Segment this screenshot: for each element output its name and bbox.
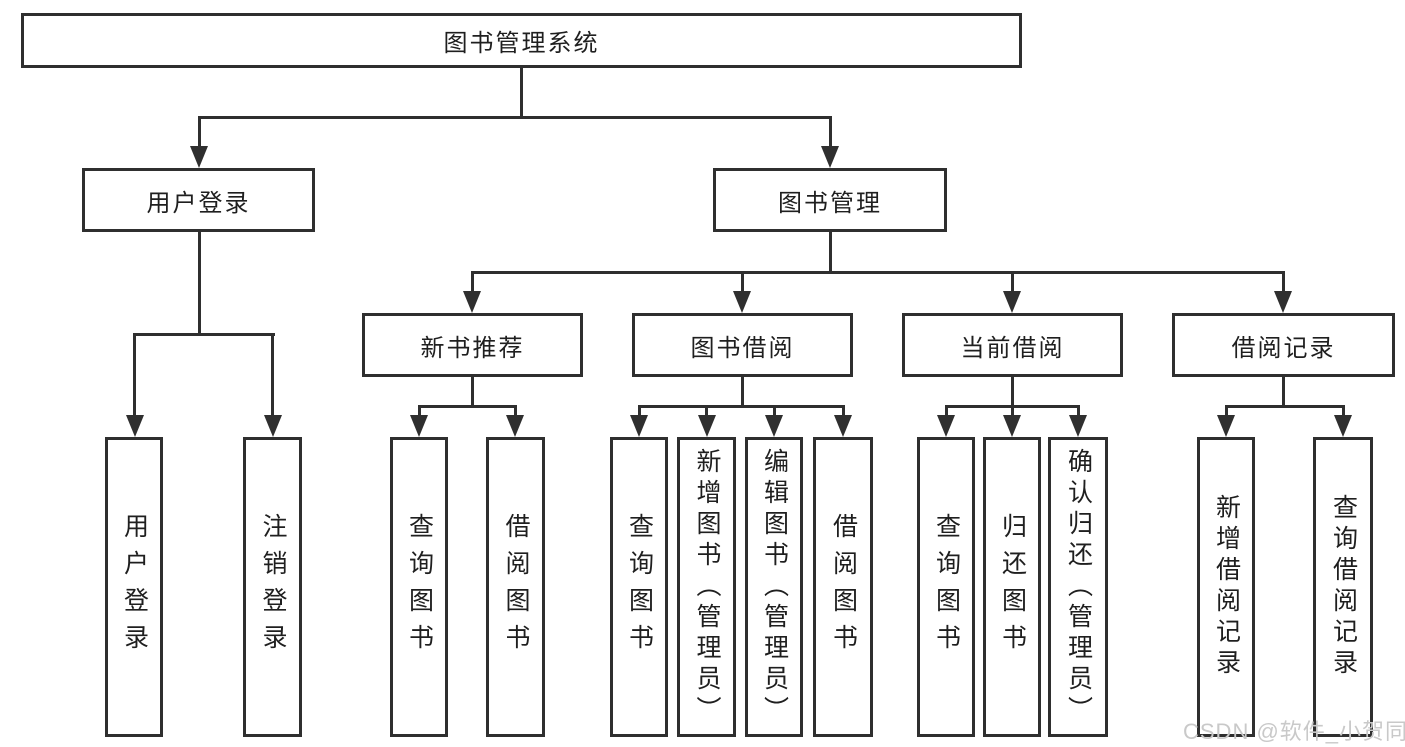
leaf-add-borrow-record: 新增借阅记录 <box>1197 437 1255 737</box>
csdn-watermark: CSDN @软件_小贺同学 <box>1183 719 1405 744</box>
leaf-borrow-books: 借阅图书 <box>813 437 873 737</box>
leaf-add-books-admin: 新增图书（管理员） <box>677 437 736 737</box>
leaf-return-books: 归还图书 <box>983 437 1041 737</box>
node-root-label: 图书管理系统 <box>443 30 600 57</box>
leaf-label: 查询图书 <box>932 513 961 661</box>
arrowhead-icon <box>1069 415 1087 437</box>
node-label: 当前借阅 <box>960 334 1065 362</box>
arrowhead-icon <box>937 415 955 437</box>
arrowhead-icon <box>126 415 144 437</box>
arrowhead-icon <box>190 146 208 168</box>
node-label: 用户登录 <box>146 189 251 217</box>
connector-line <box>514 405 517 417</box>
connector-line <box>705 405 708 417</box>
connector-line <box>520 68 523 118</box>
connector-line <box>1077 405 1080 417</box>
connector-line <box>1282 377 1285 407</box>
connector-line <box>1011 377 1014 407</box>
connector-line <box>133 333 136 417</box>
leaf-borrow-books-recommend: 借阅图书 <box>486 437 545 737</box>
node-root: 图书管理系统 <box>21 13 1022 68</box>
connector-line <box>133 333 275 336</box>
leaf-label: 新增图书（管理员） <box>693 447 721 727</box>
leaf-label: 查询图书 <box>625 513 654 661</box>
connector-line <box>638 405 641 417</box>
node-label: 新书推荐 <box>420 334 525 362</box>
leaf-label: 用户登录 <box>120 513 149 661</box>
connector-line <box>471 271 1285 274</box>
connector-line <box>198 116 201 148</box>
connector-line <box>271 333 274 417</box>
node-new-book-recommend: 新书推荐 <box>362 313 583 377</box>
arrowhead-icon <box>1217 415 1235 437</box>
arrowhead-icon <box>698 415 716 437</box>
leaf-label: 注销登录 <box>259 513 287 661</box>
leaf-label: 借阅图书 <box>502 513 530 661</box>
arrowhead-icon <box>410 415 428 437</box>
connector-line <box>829 232 832 274</box>
arrowhead-icon <box>463 291 481 313</box>
node-user-login-branch: 用户登录 <box>82 168 315 232</box>
connector-line <box>1011 405 1014 417</box>
leaf-edit-books-admin: 编辑图书（管理员） <box>745 437 803 737</box>
arrowhead-icon <box>834 415 852 437</box>
leaf-label: 借阅图书 <box>829 513 858 661</box>
connector-line <box>418 405 517 408</box>
connector-line <box>741 271 744 293</box>
connector-line <box>1342 405 1345 417</box>
connector-line <box>741 377 744 407</box>
connector-line <box>471 377 474 407</box>
connector-line <box>198 232 201 336</box>
leaf-label: 编辑图书（管理员） <box>760 447 789 727</box>
connector-line <box>773 405 776 417</box>
connector-line <box>638 405 844 408</box>
leaf-confirm-return-admin: 确认归还（管理员） <box>1048 437 1108 737</box>
node-book-management-branch: 图书管理 <box>713 168 947 232</box>
connector-line <box>1282 271 1285 293</box>
leaf-label: 新增借阅记录 <box>1212 494 1241 680</box>
node-current-borrow: 当前借阅 <box>902 313 1123 377</box>
arrowhead-icon <box>1003 291 1021 313</box>
leaf-label: 查询图书 <box>405 513 434 661</box>
connector-line <box>418 405 421 417</box>
leaf-label: 确认归还（管理员） <box>1064 447 1093 727</box>
arrowhead-icon <box>1334 415 1352 437</box>
connector-line <box>829 116 832 148</box>
node-label: 借阅记录 <box>1231 334 1336 362</box>
leaf-label: 查询借阅记录 <box>1329 494 1358 680</box>
arrowhead-icon <box>1003 415 1021 437</box>
node-label: 图书管理 <box>778 189 882 217</box>
arrowhead-icon <box>506 415 524 437</box>
leaf-query-books-current: 查询图书 <box>917 437 975 737</box>
connector-line <box>842 405 845 417</box>
leaf-query-books-borrow: 查询图书 <box>610 437 668 737</box>
arrowhead-icon <box>821 146 839 168</box>
node-borrow-records: 借阅记录 <box>1172 313 1395 377</box>
arrowhead-icon <box>264 415 282 437</box>
leaf-label: 归还图书 <box>998 513 1027 661</box>
node-book-borrow: 图书借阅 <box>632 313 853 377</box>
connector-line <box>1011 271 1014 293</box>
leaf-user-login: 用户登录 <box>105 437 163 737</box>
arrowhead-icon <box>765 415 783 437</box>
arrowhead-icon <box>630 415 648 437</box>
leaf-logout: 注销登录 <box>243 437 302 737</box>
connector-line <box>471 271 474 293</box>
connector-line <box>198 116 832 119</box>
connector-line <box>1225 405 1344 408</box>
arrowhead-icon <box>733 291 751 313</box>
node-label: 图书借阅 <box>690 334 795 362</box>
arrowhead-icon <box>1274 291 1292 313</box>
connector-line <box>1225 405 1228 417</box>
connector-line <box>945 405 948 417</box>
leaf-query-borrow-record: 查询借阅记录 <box>1313 437 1373 737</box>
leaf-query-books-recommend: 查询图书 <box>390 437 448 737</box>
